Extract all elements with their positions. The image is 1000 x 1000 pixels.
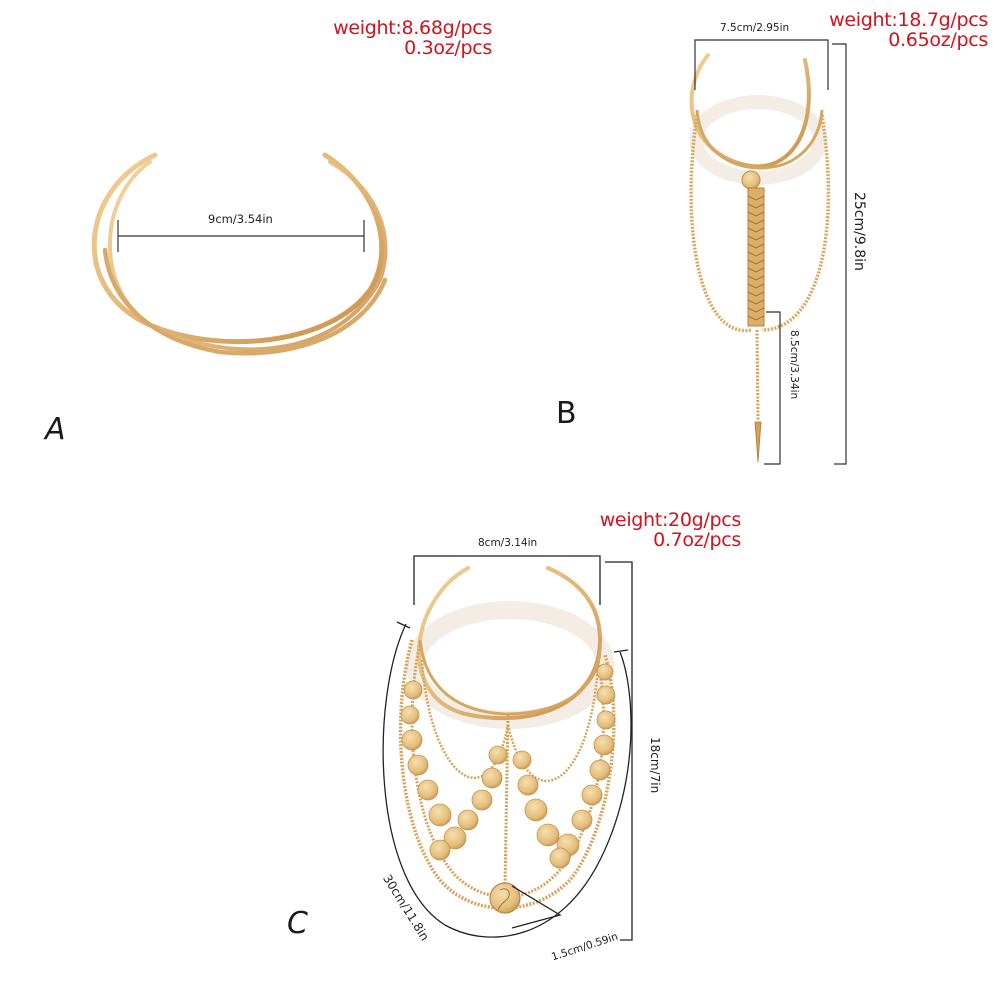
product-a-width-marker — [117, 220, 365, 252]
product-a-cuff — [91, 152, 388, 356]
weight-grams: weight:18.7g/pcs — [829, 9, 988, 31]
weight-ounces: 0.3oz/pcs — [404, 37, 492, 59]
product-c-letter: C — [287, 906, 308, 941]
weight-grams: weight:20g/pcs — [599, 509, 742, 531]
product-b-tassel-label: 8.5cm/3.34in — [788, 330, 800, 400]
product-b-length-label: 25cm/9.8in — [851, 192, 867, 271]
weight-grams: weight:8.68g/pcs — [333, 17, 492, 39]
product-c-dimension-markers — [382, 555, 633, 941]
weight-ounces: 0.7oz/pcs — [653, 529, 741, 551]
product-a-letter: A — [45, 412, 66, 447]
product-b-weight: weight:18.7g/pcs 0.65oz/pcs — [829, 10, 988, 50]
product-b-width-label: 7.5cm/2.95in — [720, 22, 790, 34]
product-a-width-label: 9cm/3.54in — [208, 212, 273, 226]
product-b-armlet — [689, 53, 831, 463]
product-c-height-label: 18cm/7in — [648, 737, 662, 794]
product-c-width-label: 8cm/3.14in — [478, 537, 538, 549]
product-b-letter: B — [556, 396, 577, 431]
weight-ounces: 0.65oz/pcs — [888, 29, 988, 51]
product-c-armlet — [398, 566, 616, 914]
product-c-weight: weight:20g/pcs 0.7oz/pcs — [599, 509, 742, 551]
product-b-dimension-markers — [694, 39, 847, 465]
product-a-weight: weight:8.68g/pcs 0.3oz/pcs — [333, 18, 492, 58]
